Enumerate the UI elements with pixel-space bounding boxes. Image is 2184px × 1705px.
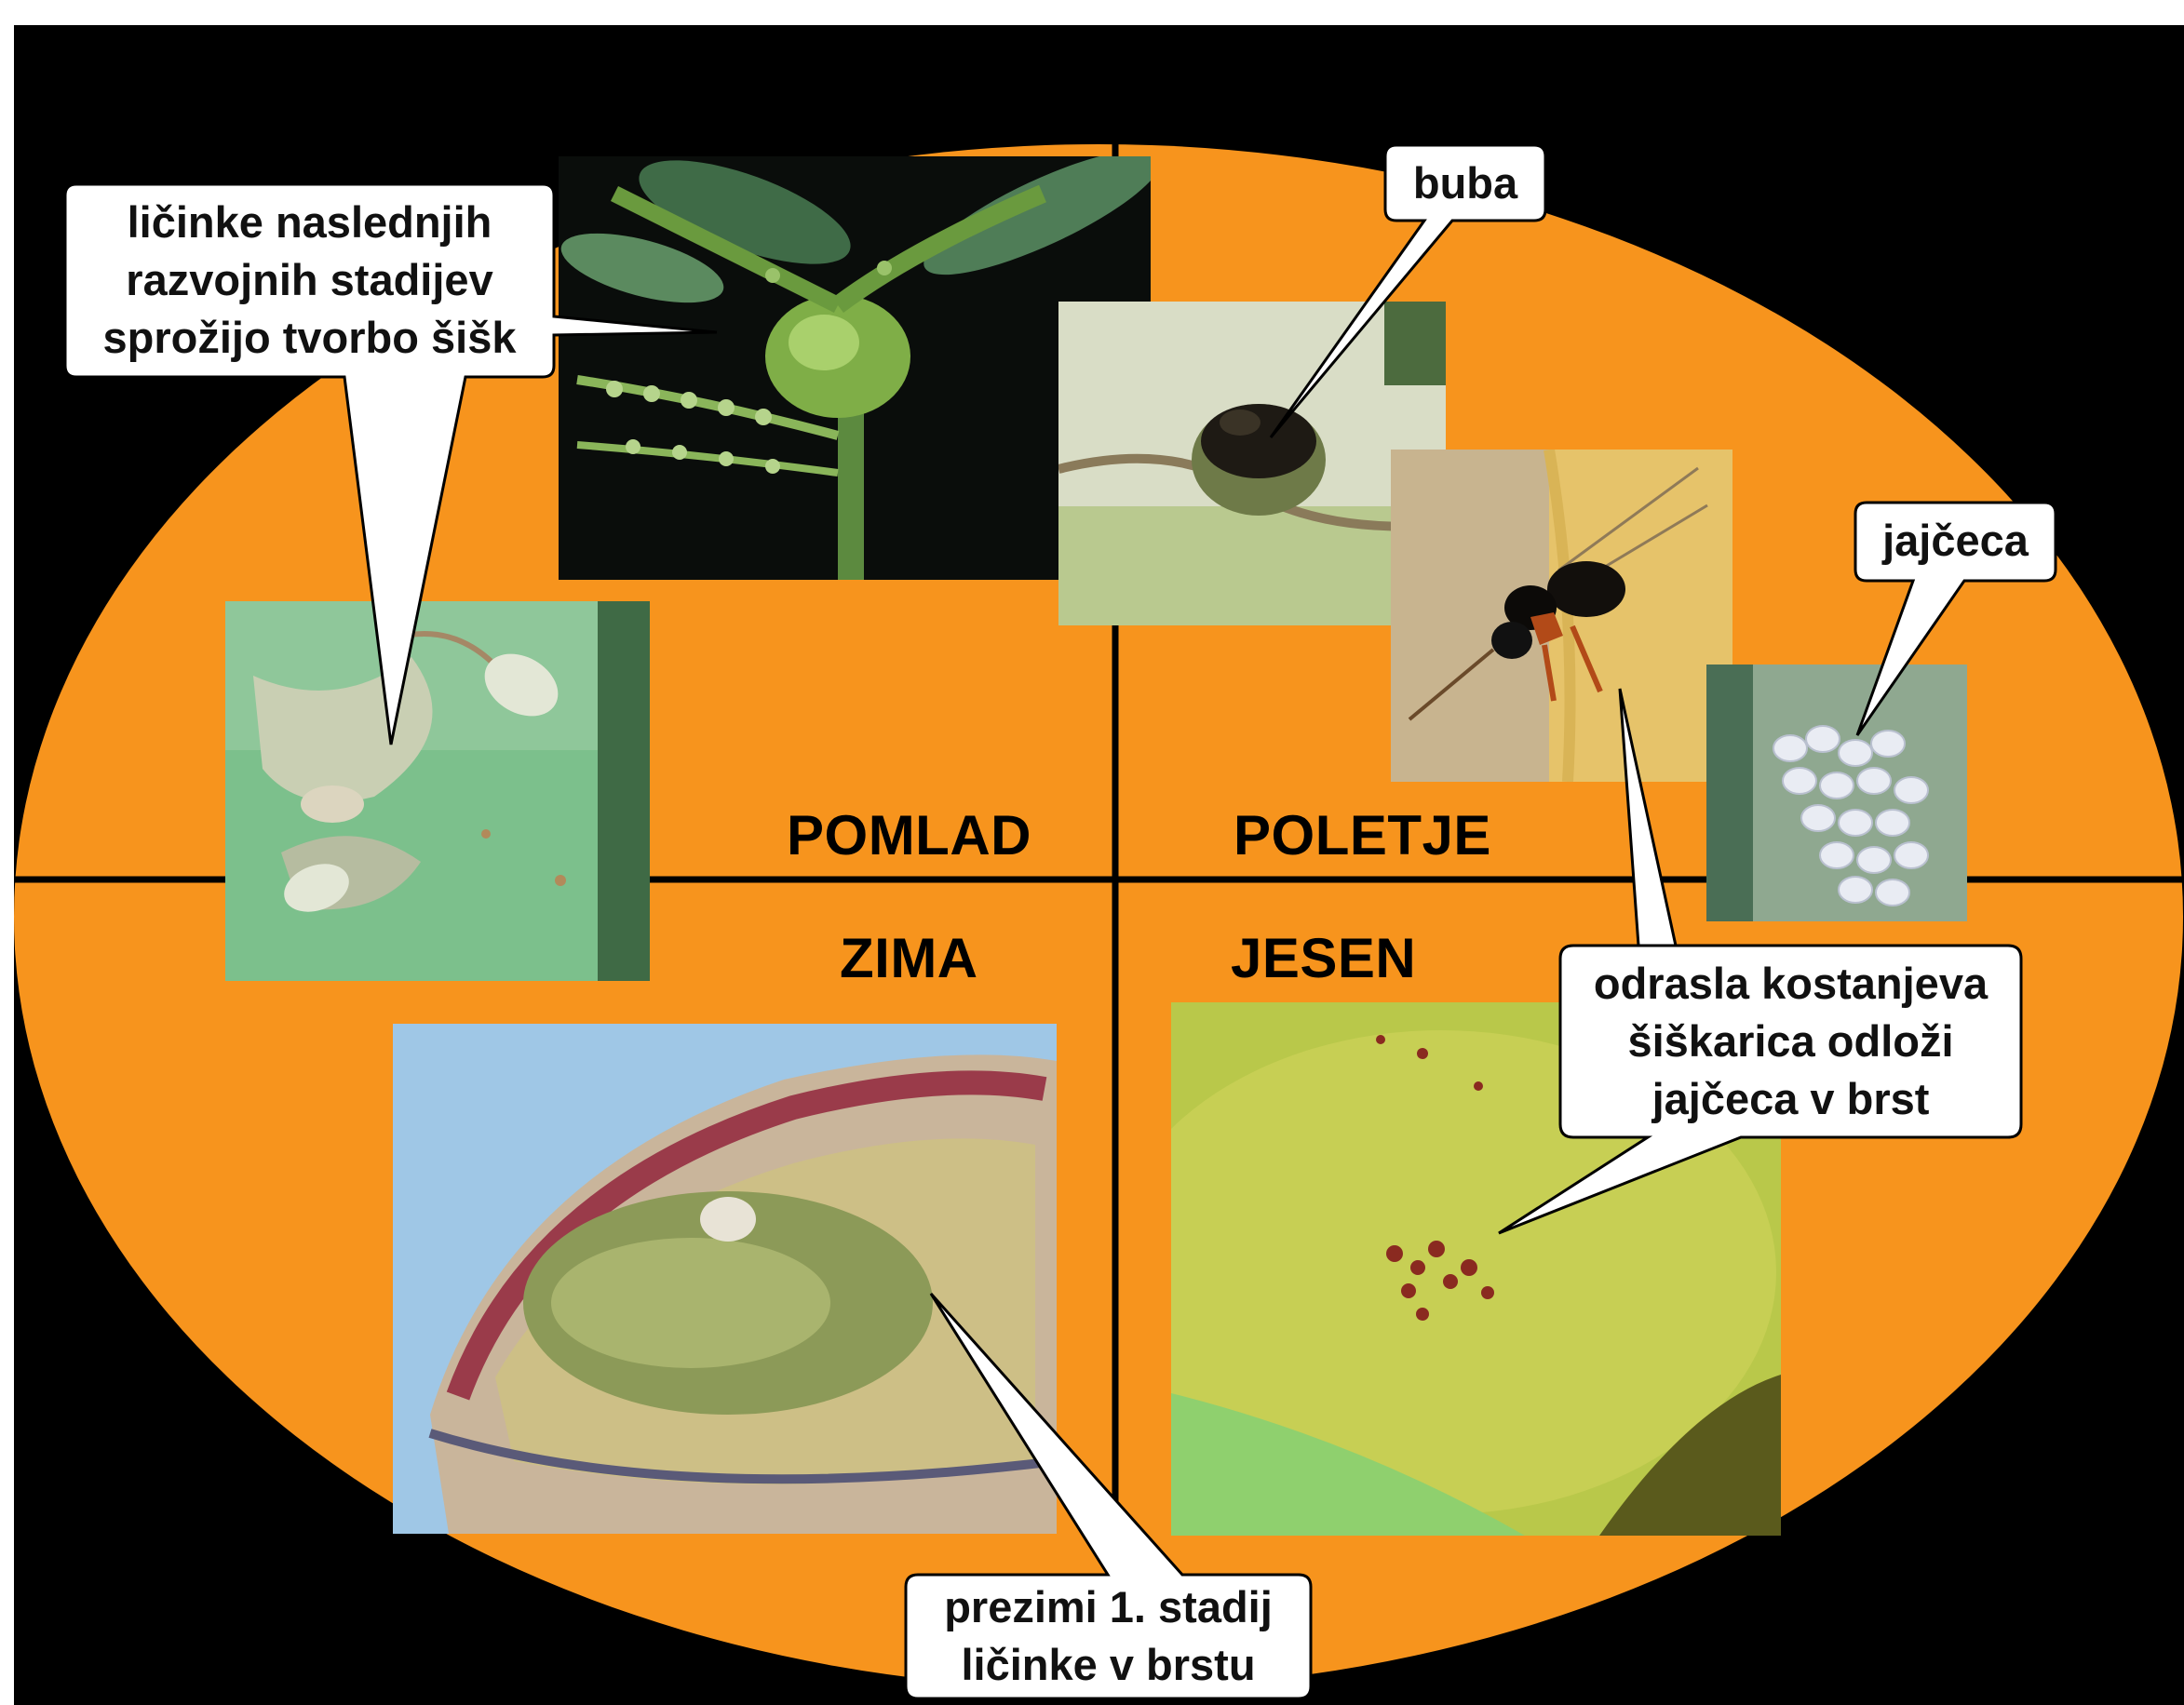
callout-adult-text: odrasla kostanjeva šiškarica odloži jajč… (1560, 955, 2021, 1128)
callout-pupa-line-1: buba (1385, 154, 1545, 212)
callout-adult-line-1: odrasla kostanjeva (1560, 955, 2021, 1013)
callout-larvae-line-1: ličinke naslednjih (65, 194, 554, 251)
callout-larvae-text: ličinke naslednjih razvojnih stadijev sp… (65, 194, 554, 367)
callout-pupa-text: buba (1385, 154, 1545, 212)
season-label-autumn: JESEN (1231, 926, 1416, 990)
callout-eggs-text: jajčeca (1855, 512, 2056, 570)
callout-larvae-line-3: sprožijo tvorbo šišk (65, 309, 554, 367)
callout-adult-line-3: jajčeca v brst (1560, 1070, 2021, 1128)
season-label-winter: ZIMA (840, 926, 978, 990)
callout-eggs-line-1: jajčeca (1855, 512, 2056, 570)
callout-adult-line-2: šiškarica odloži (1560, 1013, 2021, 1070)
callout-overwinter-line-2: ličinke v brstu (906, 1636, 1311, 1694)
season-label-summer: POLETJE (1234, 803, 1491, 867)
callout-adult-pointer (1620, 689, 1676, 946)
callout-overwinter-text: prezimi 1. stadij ličinke v brstu (906, 1578, 1311, 1694)
season-label-spring: POMLAD (787, 803, 1031, 867)
callout-larvae-line-2: razvojnih stadijev (65, 251, 554, 309)
callout-overwinter-line-1: prezimi 1. stadij (906, 1578, 1311, 1636)
